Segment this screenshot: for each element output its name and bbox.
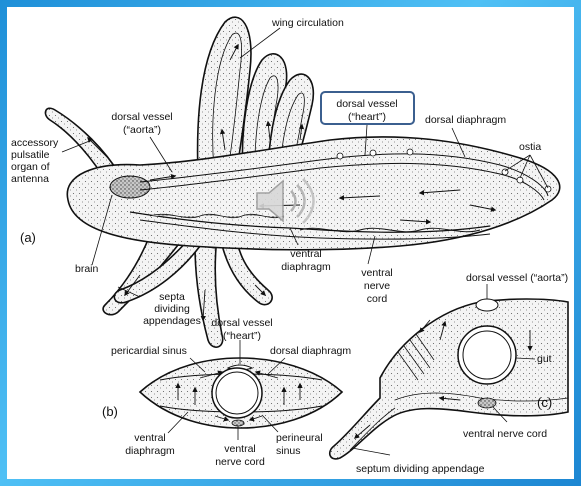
gut-b — [211, 367, 263, 419]
label-ventral-diaphragm-a-1: ventral — [290, 248, 322, 260]
ostia-marks — [336, 148, 552, 193]
label-gut: gut — [537, 353, 552, 365]
label-dorsal-vessel-heart-b-1: dorsal vessel — [211, 317, 272, 329]
muscle-hatching — [397, 333, 435, 381]
label-septa-2: dividing — [154, 303, 190, 315]
leg-4 — [113, 236, 202, 304]
panel-b-cross-section: dorsal vessel (“heart”) pericardial sinu… — [102, 317, 351, 468]
label-dorsal-vessel-aorta: dorsal vessel — [111, 111, 172, 123]
gut-c — [457, 325, 517, 385]
speaker-icon[interactable] — [253, 173, 323, 229]
label-septa-3: appendages — [143, 315, 201, 327]
label-perineural-2: sinus — [276, 445, 301, 457]
insect-circulation-diagram: wing circulation dorsal vessel (“aorta”)… — [11, 16, 569, 475]
label-dorsal-diaphragm-b: dorsal diaphragm — [270, 345, 351, 357]
flow-arrows-a — [87, 43, 497, 322]
label-accessory-1: accessory — [11, 137, 59, 149]
leg-3 — [220, 244, 273, 306]
label-ventral-diaphragm-b-2: diaphragm — [125, 445, 175, 457]
label-panel-c: (c) — [537, 395, 552, 410]
leg-2 — [194, 244, 224, 348]
label-accessory-2: pulsatile — [11, 149, 50, 161]
label-ventral-nerve-cord-c: ventral nerve cord — [463, 428, 547, 440]
label-dorsal-vessel-heart: dorsal vessel — [336, 98, 397, 110]
label-ostia: ostia — [519, 141, 541, 153]
label-panel-b: (b) — [102, 404, 118, 419]
wing-left — [196, 16, 252, 176]
label-ventral-nerve-cord-b-2: nerve cord — [215, 456, 265, 468]
panel-c-section: dorsal vessel (“aorta”) gut (c) ventral … — [328, 272, 569, 475]
label-wing-circulation: wing circulation — [271, 17, 344, 29]
label-ventral-diaphragm-b-1: ventral — [134, 432, 166, 444]
label-dorsal-vessel-aorta-c: dorsal vessel (“aorta”) — [466, 272, 568, 284]
label-septa-1: septa — [159, 291, 185, 303]
label-perineural-1: perineural — [276, 432, 323, 444]
label-ventral-nerve-cord-a-1: ventral — [361, 267, 393, 279]
label-accessory-3: organ of — [11, 161, 50, 173]
label-ventral-nerve-cord-a-2: nerve — [364, 280, 390, 292]
label-dorsal-diaphragm-a: dorsal diaphragm — [425, 114, 506, 126]
label-dorsal-vessel-heart-b-2: (“heart”) — [223, 330, 261, 342]
label-accessory-4: antenna — [11, 173, 49, 185]
label-ventral-nerve-cord-a-3: cord — [367, 293, 388, 305]
label-ventral-diaphragm-a-2: diaphragm — [281, 261, 331, 273]
label-pericardial-sinus: pericardial sinus — [111, 345, 187, 357]
label-ventral-nerve-cord-b-1: ventral — [224, 443, 256, 455]
label-dorsal-vessel-heart-sub: (“heart”) — [348, 111, 386, 123]
heart-highlight-box — [320, 91, 415, 125]
leader-lines-a — [61, 27, 549, 298]
brain-shape — [109, 175, 151, 199]
flow-arrows-c — [353, 319, 533, 439]
flow-arrows-b — [175, 370, 303, 422]
label-panel-a: (a) — [20, 230, 36, 245]
label-brain: brain — [75, 263, 99, 275]
diagram-panel: wing circulation dorsal vessel (“aorta”)… — [7, 7, 574, 479]
label-septum: septum dividing appendage — [356, 463, 485, 475]
label-dorsal-vessel-aorta-sub: (“aorta”) — [123, 124, 161, 136]
